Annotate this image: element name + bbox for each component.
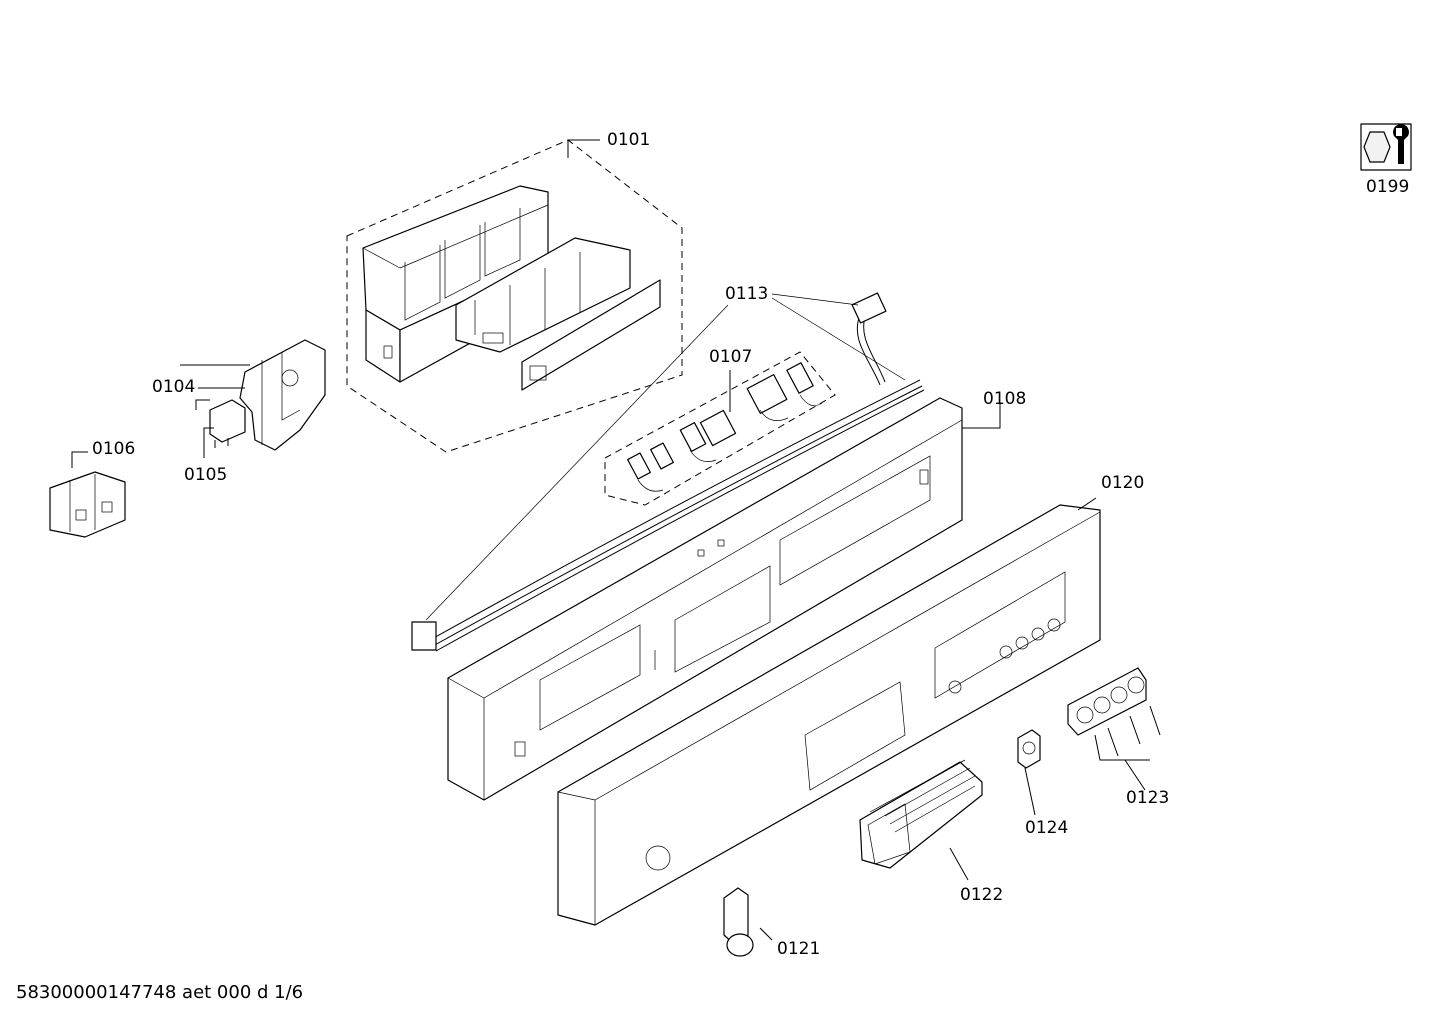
knob-0121 (723, 887, 754, 957)
label-0124: 0124 (1025, 818, 1068, 838)
label-0105: 0105 (184, 465, 227, 485)
label-0101: 0101 (607, 130, 650, 150)
relay-0106 (49, 471, 126, 538)
leader-lines (71, 139, 1161, 941)
panel-frame-0108 (447, 397, 963, 801)
label-0104: 0104 (152, 377, 195, 397)
control-module-0101 (346, 139, 683, 453)
label-0108: 0108 (983, 389, 1026, 409)
label-0122: 0122 (960, 885, 1003, 905)
connector-set-0107 (604, 351, 836, 506)
label-0113: 0113 (725, 284, 768, 304)
switch-0104 (239, 339, 326, 451)
label-0107: 0107 (709, 347, 752, 367)
handle-0122 (859, 759, 983, 869)
label-0199: 0199 (1366, 177, 1409, 197)
button-0124 (1017, 729, 1041, 769)
label-0123: 0123 (1126, 788, 1169, 808)
fascia-panel-0120 (557, 504, 1101, 926)
label-0121: 0121 (777, 939, 820, 959)
wrench-nut-icon (1360, 123, 1412, 171)
button-set-0123 (1067, 667, 1147, 736)
label-0120: 0120 (1101, 473, 1144, 493)
connector-0105 (209, 399, 246, 448)
wiring-harness-0113 (411, 292, 925, 652)
label-0106: 0106 (92, 439, 135, 459)
drawing-reference: 58300000147748 aet 000 d 1/6 (16, 982, 303, 1003)
